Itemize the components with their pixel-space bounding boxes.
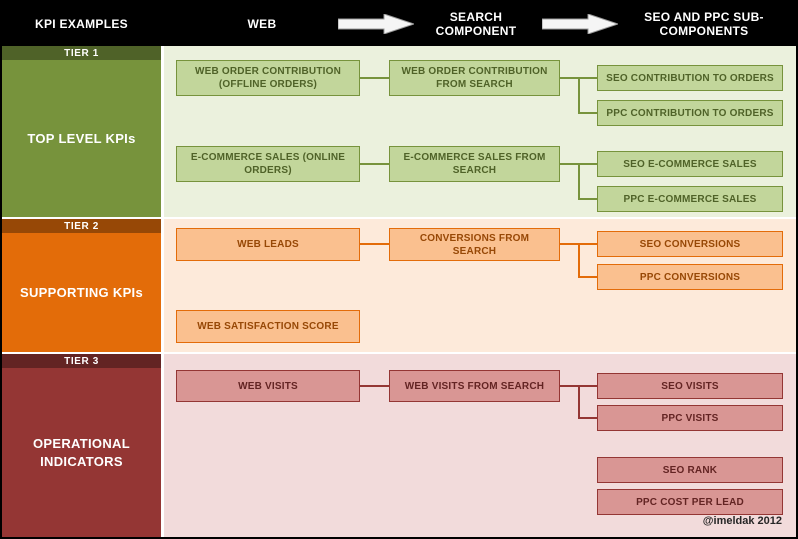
kpi-box-ppc-cost-per-lead: PPC COST PER LEAD — [597, 489, 783, 515]
connector-line — [578, 243, 580, 278]
header-col-search-component: SEARCH COMPONENT — [435, 9, 517, 38]
kpi-box-web-leads: WEB LEADS — [176, 228, 360, 261]
connector-line — [578, 112, 597, 114]
tier3-label-bar: TIER 3 — [2, 354, 161, 368]
connector-line — [578, 417, 597, 419]
connector-line — [560, 385, 579, 387]
kpi-box-conversions-from-search: CONVERSIONS FROM SEARCH — [389, 228, 560, 261]
flow-arrow-icon — [542, 14, 618, 34]
header-col-seo-ppc: SEO AND PPC SUB-COMPONENTS — [644, 9, 764, 38]
connector-line — [578, 77, 597, 79]
tier2-name-block: SUPPORTING KPIs — [2, 233, 161, 352]
header-kpi-examples: KPI EXAMPLES — [35, 16, 128, 31]
kpi-box-seo-ecommerce-sales: SEO E-COMMERCE SALES — [597, 151, 783, 177]
header-col-web: WEB — [247, 16, 277, 31]
kpi-box-web-order-contribution: WEB ORDER CONTRIBUTION (OFFLINE ORDERS) — [176, 60, 360, 96]
kpi-box-web-visits-from-search: WEB VISITS FROM SEARCH — [389, 370, 560, 402]
tier-separator — [2, 217, 796, 219]
kpi-box-seo-conversions: SEO CONVERSIONS — [597, 231, 783, 257]
connector-line — [560, 243, 579, 245]
tier-separator — [2, 352, 796, 354]
tier2-label-bar: TIER 2 — [2, 219, 161, 233]
connector-line — [360, 243, 389, 245]
kpi-box-seo-rank: SEO RANK — [597, 457, 783, 483]
kpi-box-ppc-contribution-to-orders: PPC CONTRIBUTION TO ORDERS — [597, 100, 783, 126]
connector-line — [360, 77, 389, 79]
kpi-box-web-visits: WEB VISITS — [176, 370, 360, 402]
connector-line — [560, 163, 579, 165]
connector-line — [578, 163, 580, 200]
connector-line — [360, 163, 389, 165]
connector-line — [578, 243, 597, 245]
kpi-box-seo-contribution-to-orders: SEO CONTRIBUTION TO ORDERS — [597, 65, 783, 91]
kpi-box-ppc-conversions: PPC CONVERSIONS — [597, 264, 783, 290]
connector-line — [360, 385, 389, 387]
connector-line — [578, 163, 597, 165]
kpi-box-ppc-visits: PPC VISITS — [597, 405, 783, 431]
kpi-box-ppc-ecommerce-sales: PPC E-COMMERCE SALES — [597, 186, 783, 212]
kpi-box-web-order-contribution-from-search: WEB ORDER CONTRIBUTION FROM SEARCH — [389, 60, 560, 96]
kpi-box-ecommerce-sales: E-COMMERCE SALES (ONLINE ORDERS) — [176, 146, 360, 182]
kpi-box-web-satisfaction-score: WEB SATISFACTION SCORE — [176, 310, 360, 343]
connector-line — [578, 198, 597, 200]
connector-line — [578, 276, 597, 278]
connector-line — [560, 77, 579, 79]
kpi-box-ecommerce-sales-from-search: E-COMMERCE SALES FROM SEARCH — [389, 146, 560, 182]
header-bar: KPI EXAMPLES WEB SEARCH COMPONENT SEO AN… — [2, 2, 796, 46]
connector-line — [578, 385, 597, 387]
credit-text: @imeldak 2012 — [702, 515, 782, 527]
connector-line — [578, 385, 580, 419]
column-separator — [161, 46, 164, 537]
flow-arrow-icon — [338, 14, 414, 34]
tier1-name-block: TOP LEVEL KPIs — [2, 60, 161, 217]
tier1-label-bar: TIER 1 — [2, 46, 161, 60]
tier3-name-block: OPERATIONAL INDICATORS — [2, 368, 161, 537]
kpi-box-seo-visits: SEO VISITS — [597, 373, 783, 399]
connector-line — [578, 77, 580, 114]
